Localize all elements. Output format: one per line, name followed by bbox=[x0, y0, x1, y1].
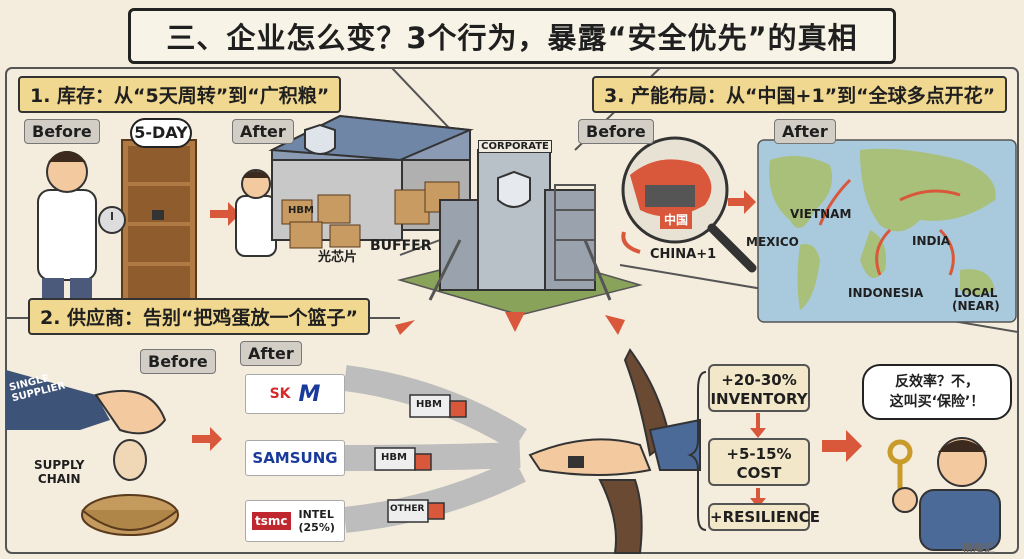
section3-after-tag: After bbox=[774, 119, 836, 144]
section3-label: 3. 产能布局：从“中国+1”到“全球多点开花” bbox=[592, 76, 1008, 113]
supplier-samsung: SAMSUNG bbox=[245, 440, 345, 476]
confident-man bbox=[235, 169, 277, 257]
result-resilience: +RESILIENCE bbox=[708, 503, 820, 531]
truck-label-3: OTHER bbox=[390, 504, 425, 514]
section1-after-tag: After bbox=[232, 119, 294, 144]
micron-icon: M bbox=[298, 381, 321, 407]
five-day-bubble: 5-DAY bbox=[130, 118, 192, 148]
page-title: 三、企业怎么变？3个行为，暴露“安全优先”的真相 bbox=[128, 8, 896, 64]
truck-label-2: HBM bbox=[381, 452, 407, 463]
section2-label: 2. 供应商：告别“把鸡蛋放一个篮子” bbox=[28, 298, 371, 335]
warehouse bbox=[268, 114, 474, 249]
hand-with-egg bbox=[6, 370, 179, 536]
corporate-building bbox=[397, 149, 643, 316]
man-with-key bbox=[887, 437, 1001, 551]
map-place-label: LOCAL (NEAR) bbox=[952, 286, 1000, 313]
speech-bubble: 反效率？不， 这叫买‘保险’！ bbox=[862, 364, 1012, 420]
result-inventory: +20-30% INVENTORY bbox=[708, 364, 810, 412]
section2-after-tag: After bbox=[240, 341, 302, 366]
hbm-crate-label: HBM bbox=[288, 205, 314, 216]
world-map bbox=[757, 139, 1017, 323]
magnifier bbox=[621, 136, 757, 273]
optical-chip-label: 光芯片 bbox=[318, 250, 358, 265]
sk-logo: SK bbox=[269, 386, 291, 402]
map-place-label: VIETNAM bbox=[790, 207, 852, 221]
corporate-sign: CORPORATE bbox=[478, 140, 552, 153]
section2-before-tag: Before bbox=[140, 349, 216, 374]
buffer-label: BUFFER bbox=[370, 238, 432, 254]
empty-shelf bbox=[121, 139, 197, 307]
supplier-tsmc-intel: tsmc INTEL (25%) bbox=[245, 500, 345, 542]
section1-before-tag: Before bbox=[24, 119, 100, 144]
map-place-label: INDONESIA bbox=[848, 286, 924, 300]
truck-label-1: HBM bbox=[416, 399, 442, 410]
supply-chain-label: SUPPLY CHAIN bbox=[34, 458, 85, 486]
watermark: 格隆汇 bbox=[962, 542, 995, 555]
map-place-label: MEXICO bbox=[746, 235, 799, 249]
map-place-label: INDIA bbox=[912, 234, 951, 248]
section1-label: 1. 库存：从“5天周转”到“广积粮” bbox=[18, 76, 342, 113]
section3-before-tag: Before bbox=[578, 119, 654, 144]
china-label: 中国 bbox=[660, 210, 693, 229]
handshake bbox=[528, 348, 701, 554]
supplier-sk-hynix-micron: SK M bbox=[245, 374, 345, 414]
result-cost: +5-15% COST bbox=[708, 438, 810, 486]
tsmc-logo: tsmc bbox=[252, 512, 291, 530]
intel-label: INTEL (25%) bbox=[298, 508, 335, 534]
china-plus-one-label: CHINA+1 bbox=[650, 247, 717, 262]
